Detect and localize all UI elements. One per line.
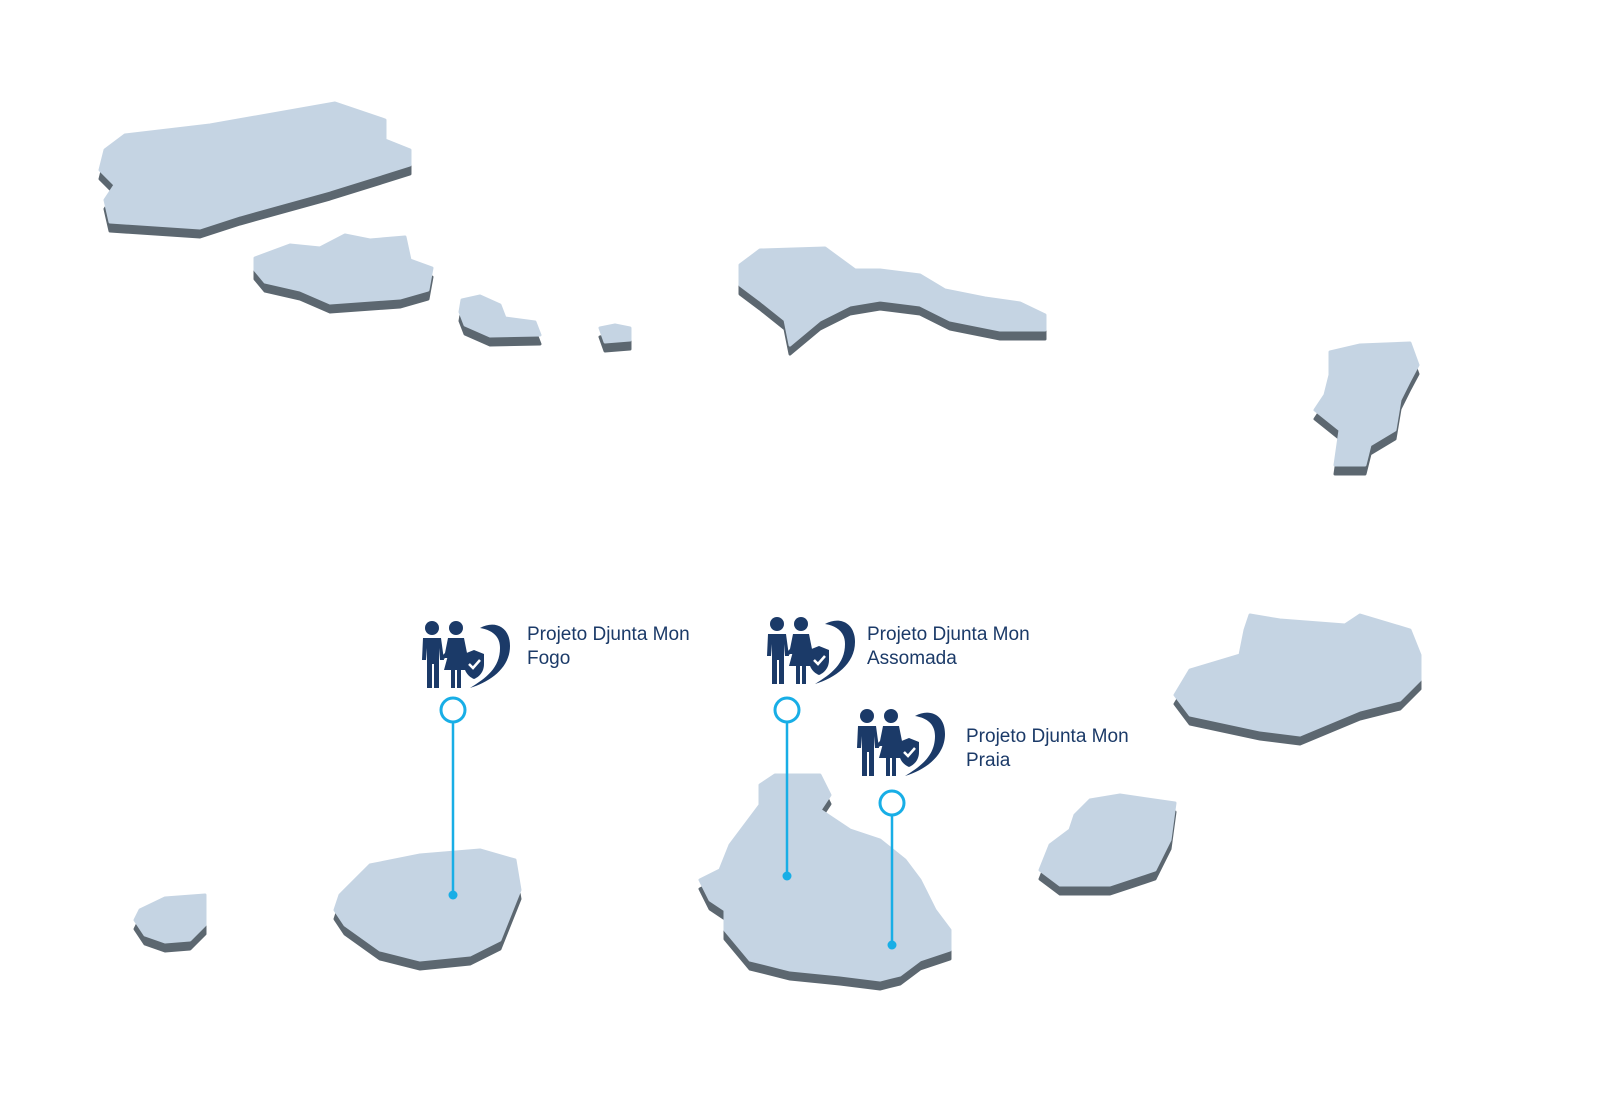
map-pin-fogo[interactable] <box>439 696 467 900</box>
island-sal <box>1313 341 1420 476</box>
family-shield-icon <box>418 618 512 692</box>
family-shield-icon <box>853 706 947 780</box>
marker-place: Praia <box>966 750 1011 771</box>
island-sao-vicente <box>253 233 434 314</box>
marker-title: Projeto Djunta Mon <box>527 624 690 645</box>
marker-place: Fogo <box>527 648 571 669</box>
island-brava <box>133 893 207 953</box>
island-santa-luzia <box>458 294 542 347</box>
island-santiago <box>698 773 952 991</box>
marker-title: Projeto Djunta Mon <box>966 726 1129 747</box>
map-pin-praia[interactable] <box>878 789 906 950</box>
marker-title: Projeto Djunta Mon <box>867 624 1030 645</box>
island-boa-vista <box>1173 613 1422 746</box>
island-santo-antao <box>98 101 412 239</box>
family-shield-icon <box>763 614 857 688</box>
island-maio <box>1038 793 1177 896</box>
island-raso <box>598 323 632 353</box>
map-pin-assomada[interactable] <box>773 696 801 881</box>
island-sao-nicolau <box>738 246 1047 356</box>
marker-place: Assomada <box>867 648 957 669</box>
island-fogo <box>333 848 522 971</box>
